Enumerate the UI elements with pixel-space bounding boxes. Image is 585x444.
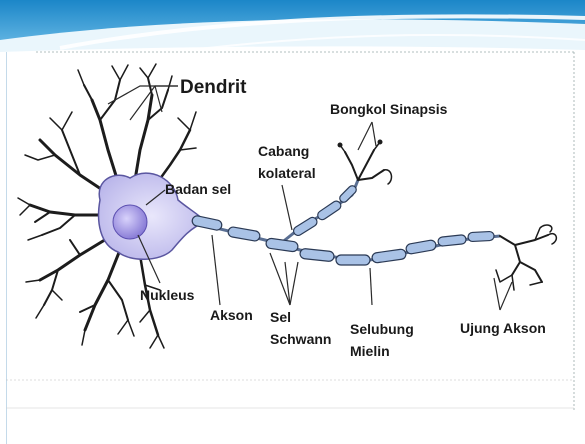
axon-terminals (496, 225, 556, 290)
nucleus (113, 205, 147, 239)
label-dendrit: Dendrit (180, 77, 247, 98)
myelin-sheath (191, 184, 494, 265)
label-selubung: Selubung (350, 321, 414, 337)
label-badan-sel: Badan sel (165, 181, 231, 197)
label-nukleus: Nukleus (140, 287, 195, 303)
label-akson: Akson (210, 307, 253, 323)
synaptic-knobs (338, 140, 392, 185)
label-cabang: Cabang (258, 143, 309, 159)
label-sel: Sel (270, 309, 291, 325)
label-schwann: Schwann (270, 331, 331, 347)
label-kolateral: kolateral (258, 165, 316, 181)
label-bongkol-sinapsis: Bongkol Sinapsis (330, 101, 448, 117)
label-ujung-akson: Ujung Akson (460, 320, 546, 336)
label-mielin: Mielin (350, 343, 390, 359)
